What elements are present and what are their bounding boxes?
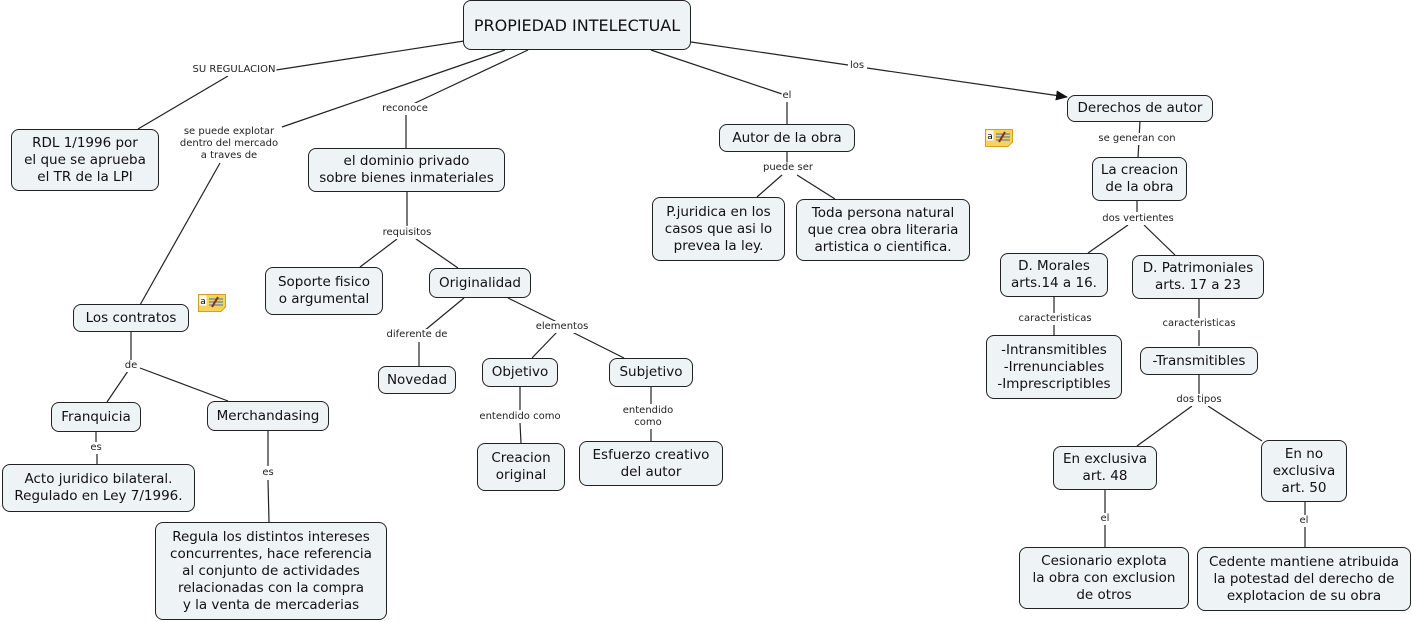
concept-merchandasing[interactable]: Merchandasing	[207, 401, 329, 431]
link-line	[139, 367, 229, 402]
link-line	[756, 174, 783, 198]
concept-autor-obra[interactable]: Autor de la obra	[719, 124, 855, 152]
concept-los-contratos[interactable]: Los contratos	[73, 304, 189, 332]
concept-franquicia[interactable]: Franquicia	[51, 402, 141, 432]
concept-creacion-obra[interactable]: La creacion de la obra	[1092, 157, 1187, 201]
link-line	[571, 331, 625, 359]
svg-text:a: a	[987, 132, 993, 142]
concept-transmitibles[interactable]: -Transmitibles	[1140, 347, 1258, 375]
link-label-elementos: elementos	[534, 321, 590, 333]
concept-intransmitibles[interactable]: -Intransmitibles -Irrenunciables -Impres…	[986, 335, 1122, 399]
link-label-el: el	[781, 90, 793, 102]
link-line	[796, 174, 836, 200]
link-line	[359, 238, 398, 268]
link-line	[1207, 405, 1263, 442]
link-line	[106, 370, 129, 403]
link-label-dos-tipos: dos tipos	[1175, 394, 1223, 406]
concept-originalidad[interactable]: Originalidad	[429, 268, 531, 298]
link-line	[139, 162, 221, 306]
link-line	[531, 331, 558, 359]
link-label-el: el	[1298, 515, 1310, 527]
link-line	[519, 422, 522, 444]
concept-creacion-original[interactable]: Creacion original	[477, 443, 565, 491]
link-label-reconoce: reconoce	[381, 103, 429, 115]
link-label-se-generan: se generan con	[1097, 133, 1177, 145]
link-label-requisitos: requisitos	[381, 227, 433, 239]
link-line	[412, 49, 529, 105]
link-label-dos-vertientes: dos vertientes	[1101, 213, 1175, 225]
concept-dominio-privado[interactable]: el dominio privado sobre bienes inmateri…	[308, 148, 505, 192]
link-label-entendido-como: entendido como	[478, 411, 562, 423]
link-line	[650, 49, 783, 95]
concept-persona-natural[interactable]: Toda persona natural que crea obra liter…	[796, 199, 970, 261]
link-line	[423, 297, 465, 332]
link-label-los: los	[848, 60, 866, 72]
concept-rdl[interactable]: RDL 1/1996 por el que se aprueba el TR d…	[11, 129, 159, 191]
concept-esfuerzo-creativo[interactable]: Esfuerzo creativo del autor	[579, 441, 723, 486]
link-label-caracteristicas: caracteristicas	[1161, 318, 1237, 330]
link-line	[275, 40, 465, 71]
concept-en-exclusiva[interactable]: En exclusiva art. 48	[1053, 446, 1157, 490]
concept-soporte-fisico[interactable]: Soporte fisico o argumental	[265, 267, 383, 315]
note-icon[interactable]: a	[985, 129, 1013, 147]
concept-objetivo[interactable]: Objetivo	[482, 358, 558, 387]
link-line	[281, 49, 506, 128]
link-line	[1087, 224, 1129, 254]
concept-regula[interactable]: Regula los distintos intereses concurren…	[155, 522, 387, 620]
concept-d-patrimoniales[interactable]: D. Patrimoniales arts. 17 a 23	[1132, 255, 1264, 299]
link-line	[1136, 405, 1193, 447]
note-icon[interactable]: a	[198, 294, 226, 312]
concept-en-no-exclusiva[interactable]: En no exclusiva art. 50	[1261, 440, 1347, 502]
link-line	[1143, 224, 1176, 256]
concept-p-juridica[interactable]: P.juridica en los casos que asi lo preve…	[652, 197, 785, 261]
link-label-es: es	[89, 442, 103, 454]
link-line	[137, 75, 229, 130]
svg-text:a: a	[200, 297, 206, 307]
concept-cesionario[interactable]: Cesionario explota la obra con exclusion…	[1019, 547, 1189, 609]
concept-cedente[interactable]: Cedente mantiene atribuida la potestad d…	[1197, 547, 1411, 611]
link-label-diferente-de: diferente de	[385, 329, 449, 341]
link-label-el: el	[1099, 513, 1111, 525]
link-line	[267, 479, 270, 523]
link-label-su-regulacion: SU REGULACION	[191, 64, 277, 76]
link-line	[866, 67, 1068, 101]
link-label-entendido-como: entendido como	[621, 405, 675, 429]
concept-d-morales[interactable]: D. Morales arts.14 a 16.	[1000, 253, 1108, 297]
link-line	[690, 41, 849, 66]
concept-acto-juridico[interactable]: Acto juridico bilateral. Regulado en Ley…	[2, 464, 195, 512]
link-label-de: de	[123, 360, 139, 372]
link-line	[507, 297, 558, 323]
link-label-caracteristicas: caracteristicas	[1017, 313, 1093, 325]
concept-derechos-autor[interactable]: Derechos de autor	[1067, 95, 1213, 122]
concept-novedad[interactable]: Novedad	[378, 366, 456, 394]
concept-propiedad-intelectual[interactable]: PROPIEDAD INTELECTUAL	[463, 0, 691, 50]
link-line	[415, 238, 459, 269]
link-label-explotar: se puede explotar dentro del mercado a t…	[178, 126, 280, 162]
link-label-puede-ser: puede ser	[762, 162, 814, 174]
concept-subjetivo[interactable]: Subjetivo	[609, 358, 693, 387]
link-label-es: es	[261, 467, 275, 479]
